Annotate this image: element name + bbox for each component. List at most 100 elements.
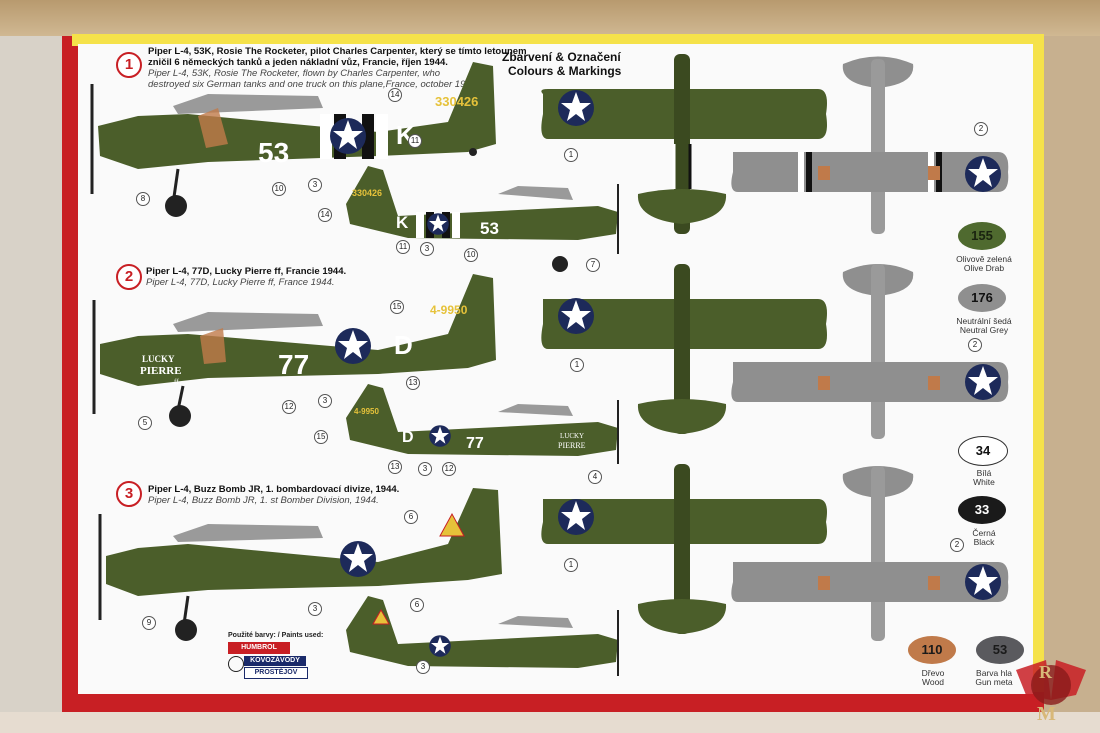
callout-top-2: 1: [570, 358, 584, 372]
callout-s1b-2: 3: [420, 242, 434, 256]
swatch-176-en: Neutral Grey: [959, 325, 1009, 335]
callout-bottom-3: 2: [950, 538, 964, 552]
plane-2-code-left: 77: [278, 349, 309, 380]
callout-s1b-0: 14: [318, 208, 332, 222]
svg-text:330426: 330426: [352, 188, 382, 198]
paints-used-label: Použité barvy: / Paints used:: [228, 632, 324, 639]
bottom-view-3: [731, 466, 1009, 641]
section-1-title-en-2: destroyed six German tanks and one truck…: [148, 79, 476, 90]
svg-text:53: 53: [480, 219, 499, 238]
plane-2-side-small: D 77 4-9950 LUCKY PIERRE: [346, 384, 619, 464]
callout-s1b-3: 10: [464, 248, 478, 262]
section-2-badge: 2: [116, 264, 142, 290]
callout-s3b-0: 6: [410, 598, 424, 612]
heading-en: Colours & Markings: [508, 64, 622, 78]
section-3-title-cz: Piper L-4, Buzz Bomb JR, 1. bombardovací…: [148, 484, 400, 495]
swatch-176-cz: Neutrální šedá: [956, 316, 1012, 326]
top-view-1: [541, 54, 827, 234]
swatch-155-cz: Olivově zelená: [956, 254, 1012, 264]
plane-1-tail-code: 330426: [435, 94, 478, 109]
background-top: [0, 0, 1100, 36]
instruction-sheet: 1 Piper L-4, 53K, Rosie The Rocketer, pi…: [78, 44, 1033, 694]
swatch-34-cz: Bílá: [976, 468, 992, 478]
kovozavody-mark-icon: [228, 656, 244, 672]
svg-text:R: R: [1039, 662, 1053, 682]
callout-s1a-0: 14: [388, 88, 402, 102]
callout-s3a-0: 6: [404, 510, 418, 524]
callout-top-1: 1: [564, 148, 578, 162]
callout-bottom-1: 2: [974, 122, 988, 136]
svg-text:PIERRE: PIERRE: [558, 441, 586, 450]
swatch-155: 155: [958, 222, 1006, 250]
callout-s2a-3: 12: [282, 400, 296, 414]
swatch-53: 53: [976, 636, 1024, 664]
plane-2-nose-art-1: LUCKY: [142, 354, 175, 364]
section-1-title-cz-1: Piper L-4, 53K, Rosie The Rocketer, pilo…: [148, 46, 527, 57]
callout-s1a-4: 3: [308, 178, 322, 192]
callout-s2a-2: 5: [138, 416, 152, 430]
background-left: [0, 36, 62, 712]
rm-watermark-logo: R M: [1016, 660, 1086, 725]
plane-2-side-large: LUCKY PIERRE ff 77 D 4-9950: [92, 274, 496, 427]
callout-s3a-1: 9: [142, 616, 156, 630]
section-1-title-cz-2: zničil 6 německých tanků a jeden nákladn…: [148, 57, 448, 68]
section-1-title-en-1: Piper L-4, 53K, Rosie The Rocketer, flow…: [148, 68, 441, 79]
callout-s2a-4: 3: [318, 394, 332, 408]
callout-s2b-0: 15: [314, 430, 328, 444]
svg-text:K: K: [396, 213, 409, 232]
callout-s1b-4: 7: [586, 258, 600, 272]
plane-2-tail-code: 4-9950: [430, 303, 468, 317]
kovozavody-logo: KOVOZÁVODY: [244, 656, 306, 666]
plane-3-side-small: [346, 596, 619, 676]
swatch-53-en: Gun meta: [975, 677, 1013, 687]
callout-s1a-1: 11: [408, 134, 422, 148]
heading-cz: Zbarvení & Označení: [502, 50, 621, 64]
swatch-110-cz: Dřevo: [921, 668, 945, 678]
swatch-110: 110: [908, 636, 956, 664]
humbrol-logo: HUMBROL: [228, 642, 290, 654]
plane-3-side-large: [98, 488, 502, 641]
svg-text:D: D: [402, 429, 414, 446]
section-2-title-cz: Piper L-4, 77D, Lucky Pierre ff, Francie…: [146, 266, 347, 277]
callout-s2b-4: 4: [588, 470, 602, 484]
callout-s2a-1: 13: [406, 376, 420, 390]
background-bottom: [0, 712, 1100, 733]
callout-s3b-1: 3: [416, 660, 430, 674]
swatch-33: 33: [958, 496, 1006, 524]
top-view-2: [541, 264, 827, 434]
swatch-155-en: Olive Drab: [963, 263, 1005, 273]
bottom-view-1: [731, 56, 1009, 234]
callout-bottom-2: 2: [968, 338, 982, 352]
svg-text:77: 77: [466, 435, 484, 452]
aircraft-illustrations: 53 K 330426 K 53 330426: [90, 54, 1009, 676]
callout-s1a-3: 10: [272, 182, 286, 196]
section-2-title-en: Piper L-4, 77D, Lucky Pierre ff, France …: [146, 277, 335, 288]
bottom-view-2: [731, 264, 1009, 439]
svg-text:LUCKY: LUCKY: [560, 432, 584, 440]
swatch-53-cz: Barva hla: [976, 668, 1012, 678]
swatch-34: 34: [958, 436, 1008, 466]
plane-1-side-large: 53 K 330426: [90, 62, 496, 217]
callout-s2b-3: 12: [442, 462, 456, 476]
callout-s2a-0: 15: [390, 300, 404, 314]
swatch-33-en: Black: [973, 537, 995, 547]
box-yellow-edge-top: [72, 34, 1044, 46]
svg-text:M: M: [1037, 703, 1056, 725]
swatch-33-cz: Černá: [972, 528, 996, 538]
section-3-title-en: Piper L-4, Buzz Bomb JR, 1. st Bomber Di…: [148, 495, 379, 506]
callout-s2b-1: 13: [388, 460, 402, 474]
section-1-badge: 1: [116, 52, 142, 78]
box-yellow-edge-right: [1030, 36, 1044, 692]
top-view-3: [541, 464, 827, 634]
plane-1-code-left: 53: [258, 137, 289, 168]
svg-text:4-9950: 4-9950: [354, 407, 379, 416]
plane-2-nose-art-3: ff: [174, 378, 179, 386]
callout-s2b-2: 3: [418, 462, 432, 476]
callout-top-3: 1: [564, 558, 578, 572]
plane-2-nose-art-2: PIERRE: [140, 365, 182, 377]
callout-s1b-1: 11: [396, 240, 410, 254]
swatch-110-en: Wood: [921, 677, 945, 687]
callout-s3a-2: 3: [308, 602, 322, 616]
plane-1-side-small: K 53 330426: [346, 166, 619, 272]
plane-2-code-right: D: [394, 330, 413, 360]
